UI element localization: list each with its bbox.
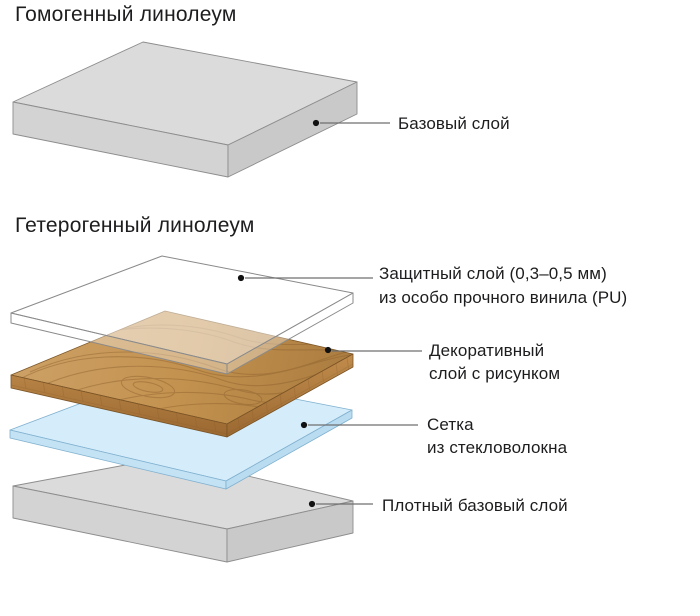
dense-base-layer	[12, 456, 354, 563]
label-line: Базовый слой	[398, 114, 510, 133]
wood-grain-front-left	[11, 376, 227, 435]
label-line: Плотный базовый слой	[382, 496, 568, 515]
leader-dots	[237, 119, 332, 508]
leader-dot-decorative	[324, 346, 332, 354]
label-mesh-layer: Сетка из стекловолокна	[427, 413, 567, 459]
wood-knot	[223, 388, 263, 406]
dense-base-right-face	[226, 500, 354, 563]
protective-right-face	[226, 292, 354, 375]
wood-knot	[120, 375, 176, 399]
decorative-right-face	[226, 353, 354, 438]
leader-dot-protective	[237, 274, 245, 282]
leader-dot-mesh	[300, 421, 308, 429]
label-dense-base-layer: Плотный базовый слой	[382, 494, 568, 517]
wood-knot	[132, 381, 164, 393]
section-title-heterogeneous: Гетерогенный линолеум	[15, 214, 255, 237]
label-line: слой с рисунком	[429, 364, 561, 383]
label-decorative-layer: Декоративный слой с рисунком	[429, 339, 560, 385]
label-line: из стекловолокна	[427, 438, 568, 457]
leader-dot-base	[312, 119, 320, 127]
homogeneous-slab-right-face	[227, 81, 358, 178]
label-base-layer: Базовый слой	[398, 112, 510, 135]
leader-dot-dense-base	[308, 500, 316, 508]
leader-lines	[245, 122, 422, 505]
label-line: из особо прочного винила (PU)	[379, 288, 628, 307]
label-line: Сетка	[427, 415, 474, 434]
homogeneous-slab	[12, 41, 358, 178]
protective-layer	[10, 255, 354, 375]
label-line: Защитный слой (0,3–0,5 мм)	[379, 264, 607, 283]
label-line: Декоративный	[429, 341, 545, 360]
mesh-right-face	[225, 409, 353, 490]
section-title-homogeneous: Гомогенный линолеум	[15, 3, 237, 26]
wood-grain-front-right	[227, 356, 353, 435]
label-protective-layer: Защитный слой (0,3–0,5 мм) из особо проч…	[379, 262, 627, 310]
